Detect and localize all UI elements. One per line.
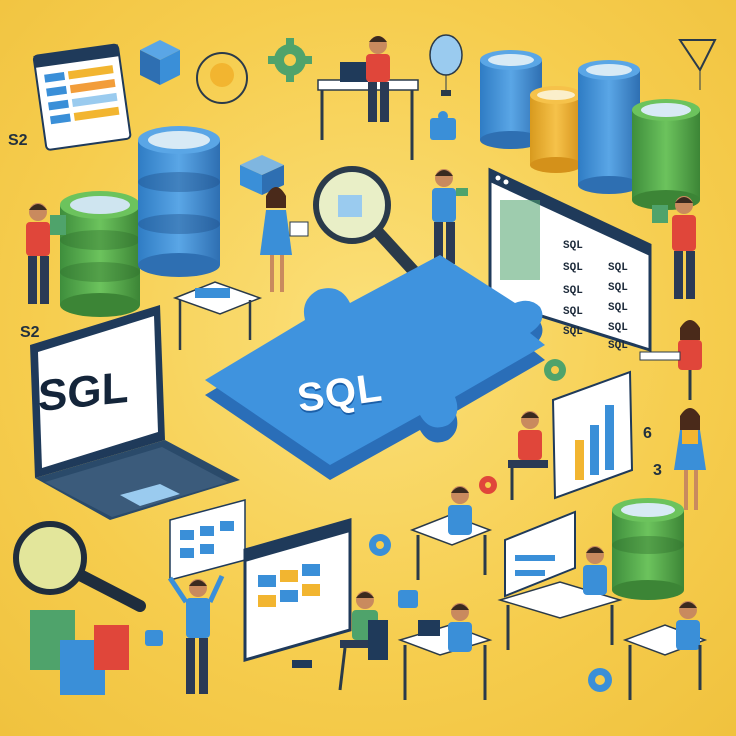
workstation-right	[497, 510, 623, 650]
gear-icon	[369, 534, 391, 556]
table-cell: SQL	[563, 306, 583, 318]
person-on-laptop	[639, 320, 702, 400]
database-icon	[480, 50, 542, 149]
side-number: 3	[653, 462, 662, 479]
desk-with-keyboard	[172, 281, 263, 350]
side-number: S2	[20, 324, 40, 341]
table-cell: SQL	[563, 326, 583, 338]
gear-icon	[479, 476, 497, 494]
person-at-small-desk	[409, 486, 493, 580]
laptop-icon	[30, 305, 240, 520]
gear-icon	[268, 38, 312, 82]
balloon-icon	[429, 34, 463, 96]
database-icon	[578, 60, 640, 194]
person-seated-green	[338, 591, 388, 691]
floating-cards	[169, 499, 246, 581]
table-cell: SQL	[608, 340, 628, 352]
puzzle-small-icon	[430, 111, 456, 140]
box-icon	[240, 155, 284, 195]
puzzle-small-icon	[398, 590, 418, 608]
gear-icon	[588, 668, 612, 692]
person-at-chart	[508, 411, 548, 500]
person-standing	[674, 408, 706, 510]
cubes-icon	[30, 610, 129, 695]
person-with-books	[26, 203, 66, 304]
magnifier-icon	[13, 521, 146, 612]
table-cell: SQL	[608, 302, 628, 314]
person-with-phone	[432, 169, 468, 264]
cube-icon	[140, 40, 180, 85]
person-at-desk-laptop	[397, 603, 493, 700]
person-with-tablet	[260, 187, 309, 292]
database-icon	[632, 99, 700, 210]
dashboard-window	[32, 43, 132, 151]
side-number: S2	[8, 132, 28, 149]
table-cell: SQL	[563, 262, 583, 274]
lightbulb-icon	[196, 52, 248, 104]
table-cell: SQL	[608, 322, 628, 334]
database-icon	[138, 126, 220, 277]
person-bottom-right	[622, 601, 708, 700]
bar-chart-board	[551, 370, 634, 500]
side-number: 6	[643, 425, 652, 442]
kite-icon	[678, 39, 717, 90]
table-cell: SQL	[563, 285, 583, 297]
table-cell: SQL	[608, 262, 628, 274]
person-at-desk	[317, 36, 419, 160]
puzzle-small-icon	[145, 630, 163, 646]
database-icon	[612, 498, 684, 600]
person-cheering	[167, 574, 225, 694]
table-cell: SQL	[608, 282, 628, 294]
person-reading	[652, 196, 696, 299]
sql-puzzle-piece	[205, 255, 545, 480]
database-icon	[60, 191, 140, 317]
database-icon	[530, 86, 582, 173]
dashboard-monitor	[243, 518, 352, 668]
magnifier-icon	[313, 166, 426, 284]
table-cell: SQL	[563, 240, 583, 252]
gear-icon	[544, 359, 566, 381]
